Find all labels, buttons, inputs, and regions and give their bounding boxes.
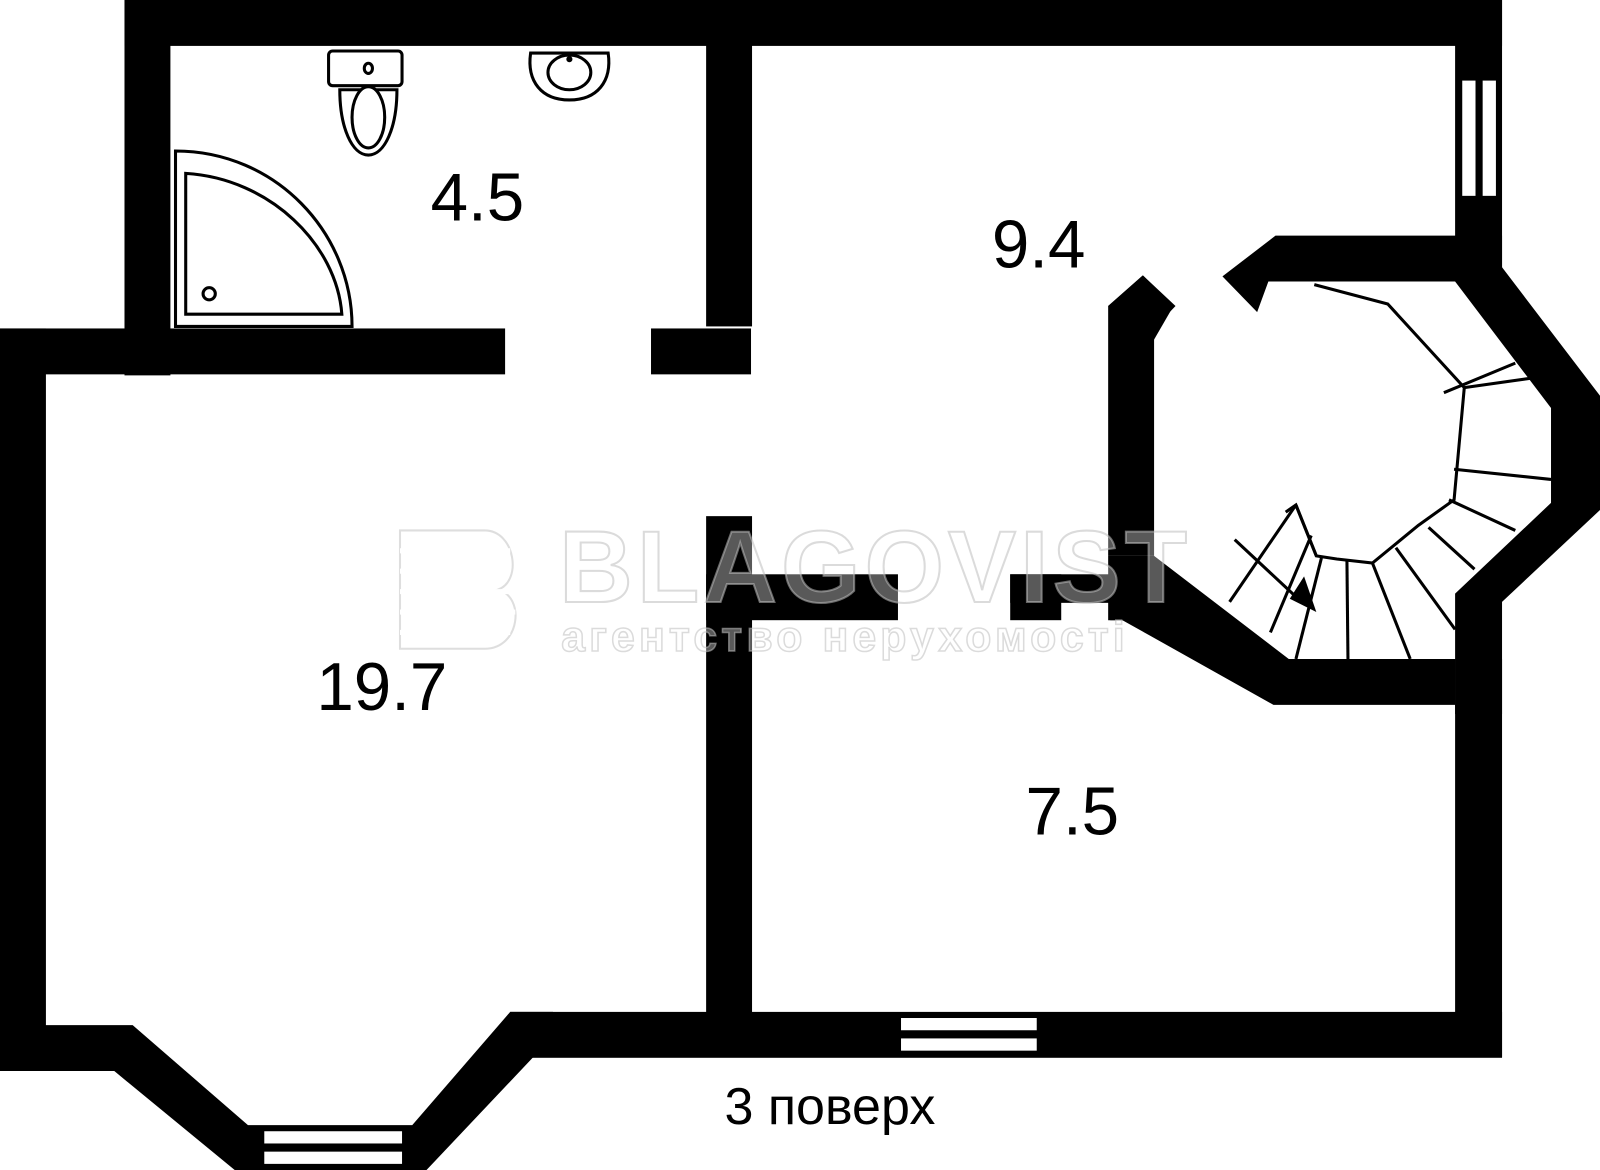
room-area-small-room: 7.5	[1026, 774, 1120, 849]
floor-label: 3 поверх	[724, 1078, 935, 1136]
room-area-bathroom: 4.5	[431, 160, 525, 235]
watermark-tagline: агентство нерухомості	[561, 613, 1129, 661]
corner-bathtub-icon	[173, 149, 354, 328]
watermark: BLAGOVIST агентство нерухомості	[398, 509, 1191, 662]
watermark-brand: BLAGOVIST	[559, 510, 1191, 624]
toilet-icon	[327, 49, 404, 157]
b-striped-logo-icon	[398, 529, 517, 650]
spiral-staircase-icon	[1228, 283, 1552, 660]
sink-icon	[528, 51, 611, 102]
room-area-large-room: 19.7	[316, 650, 447, 725]
room-area-hall: 9.4	[992, 207, 1086, 282]
